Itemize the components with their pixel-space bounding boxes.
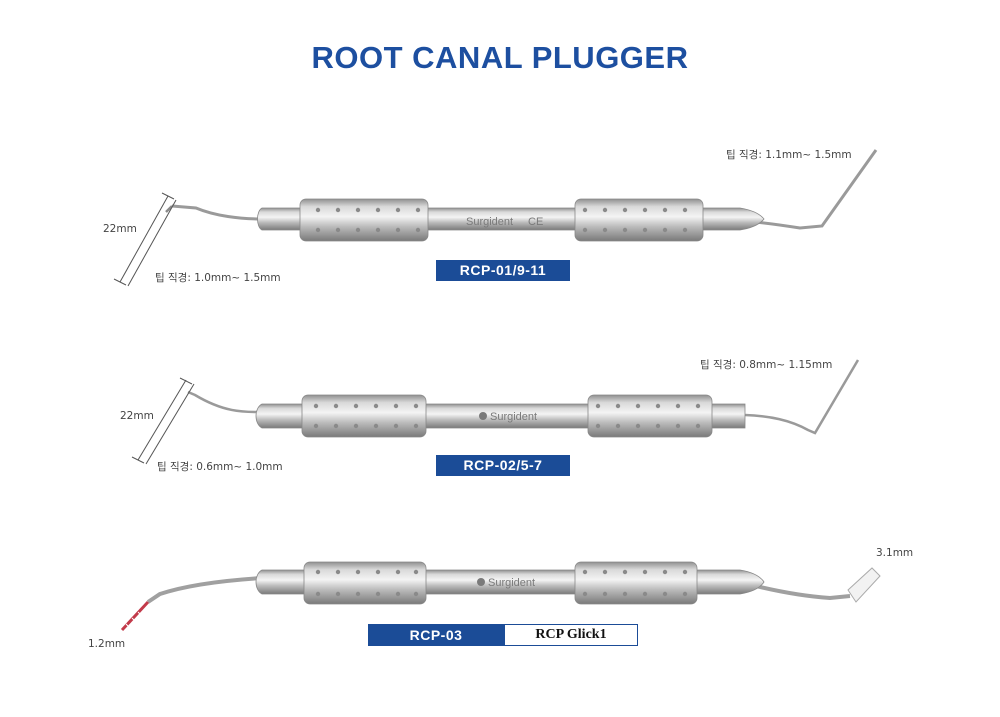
model-code-badge: RCP-01/9-11 bbox=[436, 260, 570, 281]
left-shank bbox=[187, 390, 263, 414]
tip-diameter-left: 팁 직경: 1.0mm~ 1.5mm bbox=[155, 272, 281, 284]
right-shank bbox=[744, 359, 860, 435]
tip-diameter-left: 1.2mm bbox=[88, 638, 126, 650]
grip-dimples bbox=[315, 569, 688, 597]
page-title: ROOT CANAL PLUGGER bbox=[311, 40, 689, 75]
length-label: 22mm bbox=[120, 410, 154, 422]
tip-diameter-left: 팁 직경: 0.6mm~ 1.0mm bbox=[157, 461, 283, 473]
brand-engraving: Surgident bbox=[466, 216, 513, 228]
length-label: 22mm bbox=[103, 223, 137, 235]
grip-left bbox=[301, 394, 427, 438]
model-code-badge: RCP-03 bbox=[368, 624, 504, 646]
left-tip bbox=[165, 205, 173, 213]
left-shank bbox=[171, 204, 263, 221]
grip-right bbox=[574, 561, 698, 605]
grip-dimples bbox=[313, 403, 701, 429]
left-tip bbox=[120, 600, 150, 632]
model-code-badge: RCP-02/5-7 bbox=[436, 455, 570, 476]
left-shank bbox=[146, 576, 263, 604]
grip-left bbox=[303, 561, 427, 605]
brand-engraving: Surgident bbox=[488, 577, 535, 589]
brand-engraving: Surgident bbox=[490, 411, 537, 423]
grip-right bbox=[574, 198, 704, 242]
instrument-rcp-03: Surgident bbox=[120, 561, 881, 632]
grip-dimples bbox=[315, 207, 688, 233]
instrument-rcp-01: Surgident CE bbox=[113, 149, 878, 287]
tip-diameter-right: 팁 직경: 0.8mm~ 1.15mm bbox=[700, 359, 833, 371]
brand-logo-icon bbox=[477, 578, 485, 586]
right-tip bbox=[847, 567, 881, 603]
grip-right bbox=[587, 394, 713, 438]
model-subcode-badge: RCP Glick1 bbox=[504, 624, 638, 646]
instrument-rcp-02: Surgident bbox=[131, 359, 860, 465]
brand-logo-icon bbox=[479, 412, 487, 420]
tip-diameter-right: 팁 직경: 1.1mm~ 1.5mm bbox=[726, 149, 852, 161]
dimension-line bbox=[137, 379, 187, 461]
tip-diameter-right: 3.1mm bbox=[876, 547, 914, 559]
grip-left bbox=[299, 198, 429, 242]
ce-mark: CE bbox=[528, 216, 543, 228]
dimension-line bbox=[119, 195, 169, 283]
